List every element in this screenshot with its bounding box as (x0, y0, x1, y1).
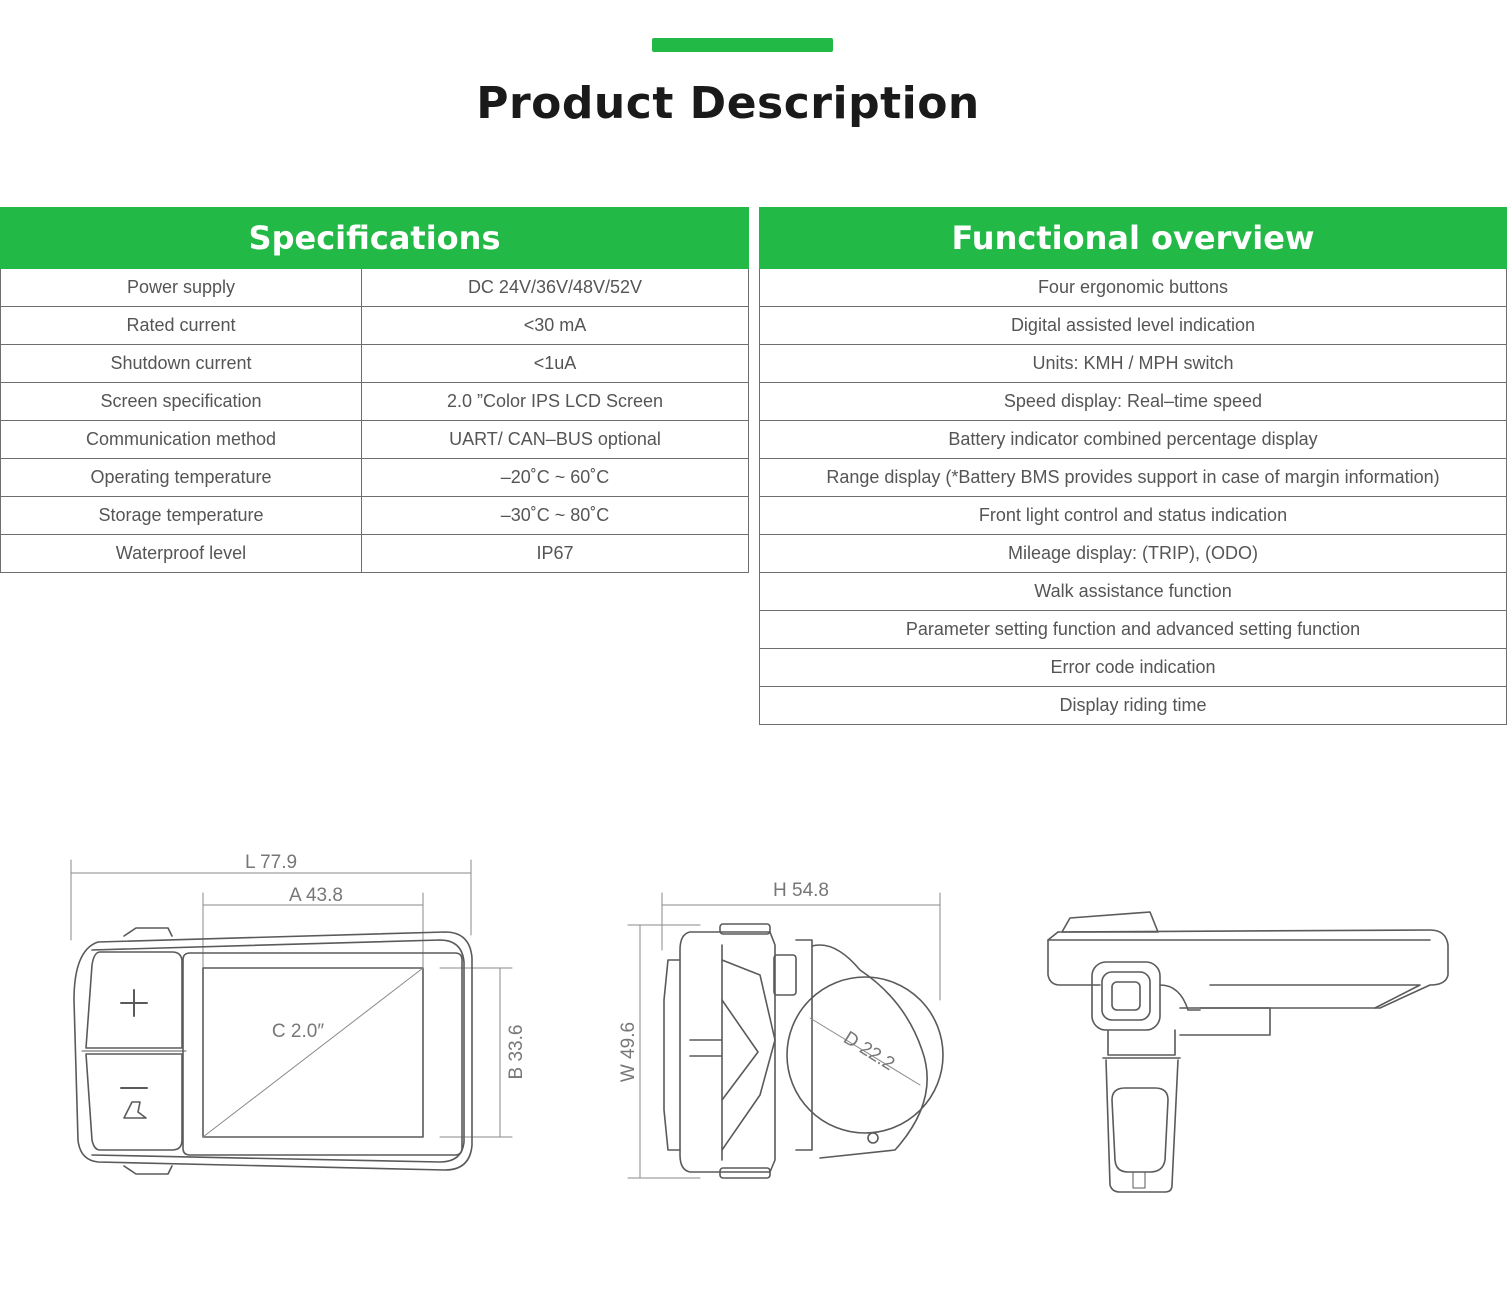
feature-row: Four ergonomic buttons (759, 268, 1507, 307)
dim-screen-width-label: A 43.8 (289, 885, 343, 906)
functional-overview-table: Functional overview Four ergonomic butto… (759, 207, 1507, 725)
page-title: Product Description (476, 78, 980, 129)
spec-row: Storage temperature–30˚C ~ 80˚C (0, 496, 750, 535)
feature-item: Four ergonomic buttons (759, 268, 1507, 307)
feature-item: Digital assisted level indication (759, 306, 1507, 345)
dim-width-label: W 49.6 (618, 1022, 639, 1082)
accent-bar (652, 38, 833, 52)
feature-item: Range display (*Battery BMS provides sup… (759, 458, 1507, 497)
spec-value: <30 mA (360, 306, 750, 345)
feature-item: Parameter setting function and advanced … (759, 610, 1507, 649)
spec-row: Operating temperature–20˚C ~ 60˚C (0, 458, 750, 497)
feature-row: Battery indicator combined percentage di… (759, 420, 1507, 459)
dim-height-label: H 54.8 (773, 880, 829, 901)
spec-value: IP67 (360, 534, 750, 573)
spec-value: DC 24V/36V/48V/52V (360, 268, 750, 307)
spec-label: Waterproof level (0, 534, 362, 573)
spec-label: Storage temperature (0, 496, 362, 535)
functional-overview-heading: Functional overview (759, 207, 1507, 269)
spec-value: UART/ CAN–BUS optional (360, 420, 750, 459)
spec-value: –30˚C ~ 80˚C (360, 496, 750, 535)
feature-item: Battery indicator combined percentage di… (759, 420, 1507, 459)
dim-clamp-diameter-label: D 22.2 (840, 1028, 899, 1075)
feature-row: Display riding time (759, 686, 1507, 725)
spec-label: Screen specification (0, 382, 362, 421)
spec-value: 2.0 ”Color IPS LCD Screen (360, 382, 750, 421)
feature-row: Mileage display: (TRIP), (ODO) (759, 534, 1507, 573)
feature-item: Speed display: Real–time speed (759, 382, 1507, 421)
dim-screen-height-label: B 33.6 (506, 1025, 527, 1080)
spec-value: –20˚C ~ 60˚C (360, 458, 750, 497)
feature-item: Display riding time (759, 686, 1507, 725)
feature-row: Front light control and status indicatio… (759, 496, 1507, 535)
spec-row: Rated current<30 mA (0, 306, 750, 345)
top-view-drawing (1047, 911, 1449, 1193)
feature-row: Speed display: Real–time speed (759, 382, 1507, 421)
feature-row: Range display (*Battery BMS provides sup… (759, 458, 1507, 497)
spec-label: Shutdown current (0, 344, 362, 383)
dimension-diagrams: L 77.9 A 43.8 C 2.0″ B 33.6 H 54.8 (70, 852, 1449, 1193)
feature-item: Mileage display: (TRIP), (ODO) (759, 534, 1507, 573)
spec-row: Shutdown current<1uA (0, 344, 750, 383)
spec-label: Operating temperature (0, 458, 362, 497)
front-view-drawing (70, 859, 513, 1175)
feature-item: Units: KMH / MPH switch (759, 344, 1507, 383)
spec-label: Communication method (0, 420, 362, 459)
feature-row: Digital assisted level indication (759, 306, 1507, 345)
spec-label: Power supply (0, 268, 362, 307)
feature-row: Walk assistance function (759, 572, 1507, 611)
dim-diagonal-label: C 2.0″ (272, 1021, 324, 1042)
specifications-heading: Specifications (0, 207, 750, 269)
spec-label: Rated current (0, 306, 362, 345)
side-view-drawing (627, 892, 944, 1179)
dim-length-label: L 77.9 (245, 852, 297, 873)
feature-item: Error code indication (759, 648, 1507, 687)
feature-row: Parameter setting function and advanced … (759, 610, 1507, 649)
feature-item: Front light control and status indicatio… (759, 496, 1507, 535)
feature-row: Error code indication (759, 648, 1507, 687)
spec-value: <1uA (360, 344, 750, 383)
feature-row: Units: KMH / MPH switch (759, 344, 1507, 383)
feature-item: Walk assistance function (759, 572, 1507, 611)
